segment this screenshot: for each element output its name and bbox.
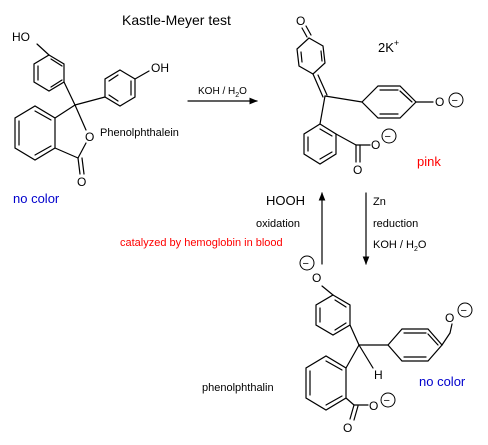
- phenolphthalin-name: phenolphthalin: [202, 382, 274, 394]
- reduction-reagent: Zn: [373, 196, 386, 208]
- reduction-process: reduction: [373, 218, 418, 230]
- oxidation-process: oxidation: [256, 218, 300, 230]
- carboxylate-charge: −: [385, 131, 391, 143]
- oxidation-reagent: HOOH: [266, 193, 305, 208]
- ring-oxygen-label: O: [85, 130, 94, 144]
- reduction-reagent-2: KOH / H2O: [373, 239, 427, 253]
- carboxylate-charge: −: [384, 395, 390, 407]
- hydroxyl-label-top: HO: [12, 30, 30, 44]
- carboxylate-oxygen-1: O: [343, 421, 352, 435]
- phenolphthalein-color-label: no color: [13, 191, 60, 206]
- carboxylate-oxygen-2: O: [371, 138, 380, 152]
- carboxylate-oxygen-1: O: [353, 163, 362, 177]
- quinone-oxygen-label: O: [296, 14, 305, 28]
- pink-dianion-structure: O O − O O −: [296, 14, 464, 177]
- oxidation-catalyst: catalyzed by hemoglobin in blood: [120, 237, 283, 249]
- counterion-label: 2K+: [378, 38, 399, 55]
- phenolphthalein-name: Phenolphthalein: [100, 127, 179, 139]
- left-phenoxide-charge: −: [303, 258, 309, 270]
- scheme-title: Kastle-Meyer test: [122, 12, 231, 28]
- phenoxide-oxygen-label: O: [435, 95, 444, 109]
- phenolphthalein-structure: HO OH O O: [12, 30, 169, 189]
- left-phenoxide-oxygen: O: [312, 271, 321, 285]
- base-arrow-reagent: KOH / H2O: [198, 86, 247, 99]
- pink-color-label: pink: [417, 154, 441, 169]
- hydroxyl-label-right: OH: [151, 61, 169, 75]
- right-phenoxide-oxygen: O: [445, 311, 454, 325]
- phenolphthalin-structure: − O H O − O O −: [299, 255, 473, 435]
- carbonyl-oxygen-label: O: [77, 175, 86, 189]
- phenoxide-charge: −: [452, 95, 458, 107]
- right-phenoxide-charge: −: [461, 305, 467, 317]
- phenolphthalin-color-label: no color: [419, 374, 466, 389]
- carboxylate-oxygen-2: O: [369, 399, 378, 413]
- methine-h-label: H: [374, 368, 383, 382]
